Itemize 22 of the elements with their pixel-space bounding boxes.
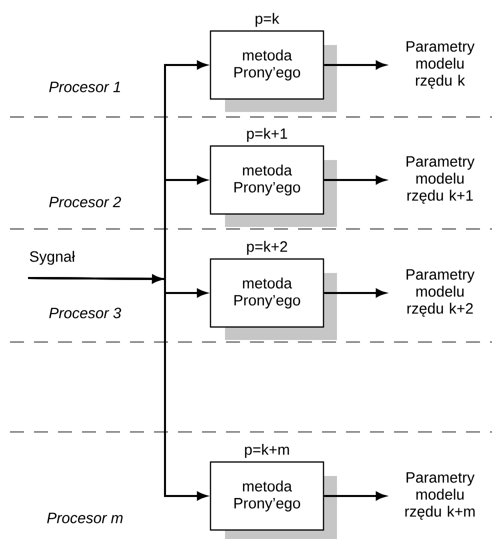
output-text: Parametry modelu rzędu k+2 <box>406 269 475 317</box>
processor-label: Procesor m <box>47 512 123 524</box>
process-box: metoda Prony’ego <box>210 30 337 112</box>
parameter-label: p=k+2 <box>247 240 288 255</box>
parameter-label: p=k+1 <box>247 128 288 142</box>
processor-label: Procesor 2 <box>49 196 122 208</box>
process-box: metoda Prony’ego <box>210 461 337 539</box>
output-text: Parametry modelu rzędu k+1 <box>406 156 475 204</box>
processor-label: Procesor 1 <box>49 82 120 92</box>
output-text: Parametry modelu rzędu k <box>406 41 475 89</box>
arrow <box>28 274 207 500</box>
process-box: metoda Prony’ego <box>210 145 337 227</box>
output-text: Parametry modelu rzędu k+m <box>405 472 475 520</box>
input-label: Sygnał <box>30 250 75 265</box>
arrow <box>324 60 386 70</box>
parameter-label: p=k+m <box>245 444 289 458</box>
processor-label: Procesor 3 <box>49 308 122 318</box>
arrow <box>324 176 386 184</box>
arrow <box>324 288 386 298</box>
process-box: metoda Prony’ego <box>210 258 337 340</box>
parameter-label: p=k <box>256 12 280 27</box>
arrow <box>324 492 386 500</box>
